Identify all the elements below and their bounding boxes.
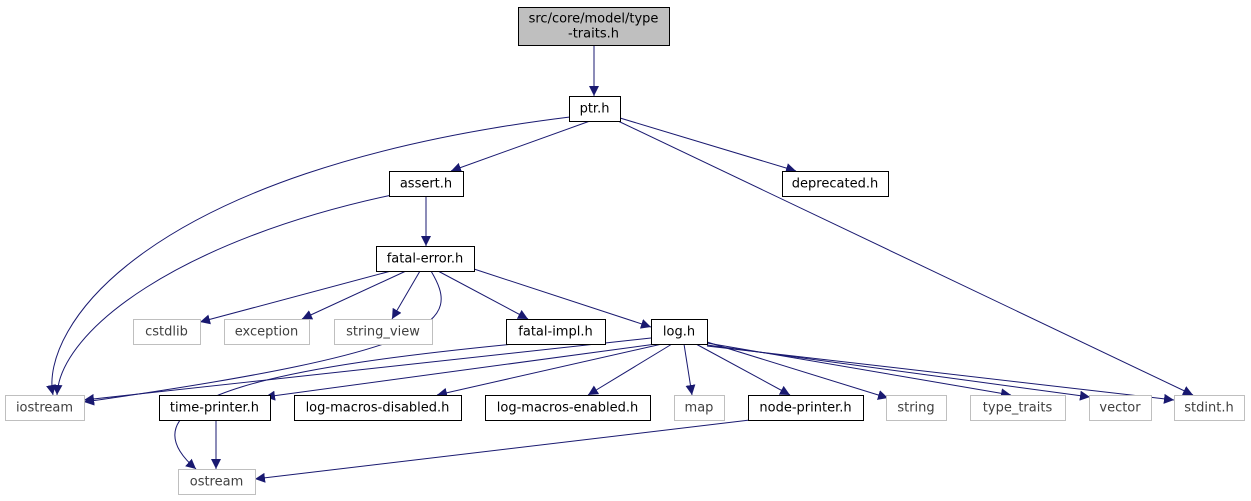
node-box-log-macros-disabled [294,395,462,421]
edge-log-to-log-macros-disabled [436,343,663,398]
edge-log-to-string [706,341,889,400]
node-box-assert [389,171,464,197]
edge-log-to-log-macros-enabled [587,343,673,396]
node-label-exception: exception [235,325,299,340]
node-label-log: log.h [663,325,695,340]
node-cstdlib: cstdlib [133,319,201,345]
node-box-log-macros-enabled [485,395,651,421]
node-box-string [886,395,947,421]
node-label-ptr: ptr.h [580,102,610,117]
node-string: string [886,395,947,421]
node-time-printer[interactable]: time-printer.h [159,395,271,421]
node-label-cstdlib: cstdlib [145,325,188,340]
edge-log-to-time-printer [264,343,657,401]
node-root: src/core/model/type-traits.h [518,7,670,46]
node-box-stdint [1174,395,1245,421]
edge-ptr-to-iostream [46,116,571,396]
node-label-fatal-impl: fatal-impl.h [518,325,592,340]
node-box-exception [224,319,310,345]
node-deprecated[interactable]: deprecated.h [782,171,889,197]
node-box-fatal-impl [506,319,606,345]
node-box-map [674,395,725,421]
node-box-vector [1089,395,1152,421]
node-box-root [518,7,670,46]
node-label-deprecated: deprecated.h [792,177,878,192]
edge-log-to-map [683,343,696,396]
node-label-node-printer: node-printer.h [759,401,851,416]
node-node-printer[interactable]: node-printer.h [748,395,864,421]
node-assert[interactable]: assert.h [389,171,464,197]
node-box-log [651,319,708,345]
edge-fatal-error-to-fatal-impl [437,270,529,320]
node-log-macros-enabled[interactable]: log-macros-enabled.h [485,395,651,421]
edge-node-printer-to-ostream [254,419,751,483]
edge-assert-to-iostream [52,194,393,396]
node-box-cstdlib [133,319,201,345]
node-box-deprecated [782,171,889,197]
node-label-vector: vector [1099,401,1141,416]
node-box-fatal-error [376,246,475,272]
node-iostream: iostream [5,395,85,421]
node-label-map: map [685,401,714,416]
node-stdint: stdint.h [1174,395,1245,421]
node-vector: vector [1089,395,1152,421]
node-label-string_view: string_view [346,325,420,340]
node-label-fatal-error: fatal-error.h [387,252,464,267]
node-label-ostream: ostream [190,475,244,490]
node-box-time-printer [159,395,271,421]
edge-log-to-iostream [83,337,652,404]
edge-fatal-error-to-string_view [391,270,421,320]
node-fatal-impl[interactable]: fatal-impl.h [506,319,606,345]
node-label-log-macros-enabled: log-macros-enabled.h [497,401,638,416]
node-label-assert: assert.h [400,177,452,192]
edge-ptr-to-deprecated [619,117,797,173]
node-label-root: -traits.h [568,27,619,42]
node-box-ptr [569,96,621,122]
node-string_view: string_view [334,319,433,345]
node-label-string: string [897,401,934,416]
node-ptr[interactable]: ptr.h [569,96,621,122]
node-exception: exception [224,319,310,345]
edge-log-to-stdint [706,345,1175,404]
node-label-iostream: iostream [16,401,73,416]
node-box-type_traits [970,395,1066,421]
node-log-macros-disabled[interactable]: log-macros-disabled.h [294,395,462,421]
node-type_traits: type_traits [970,395,1066,421]
node-box-ostream [178,469,256,495]
node-fatal-error[interactable]: fatal-error.h [376,246,475,272]
node-label-time-printer: time-printer.h [170,401,259,416]
node-label-type_traits: type_traits [983,401,1053,416]
edge-fatal-error-to-exception [301,270,407,320]
node-log[interactable]: log.h [651,319,708,345]
edge-ptr-to-stdint [617,120,1194,396]
node-label-stdint: stdint.h [1184,401,1233,416]
node-box-string_view [334,319,433,345]
nodes-layer: src/core/model/type-traits.h ptr.h assert.… [5,7,1245,495]
edge-fatal-error-to-log [473,268,652,329]
node-box-iostream [5,395,85,421]
node-ostream: ostream [178,469,256,495]
node-map: map [674,395,725,421]
edge-fatal-impl-to-ostream [174,343,515,470]
edge-log-to-node-printer [695,343,791,396]
node-box-node-printer [748,395,864,421]
edge-ptr-to-assert [450,120,591,173]
node-label-root: src/core/model/type [529,12,659,27]
edge-fatal-error-to-cstdlib [199,270,392,325]
node-label-log-macros-disabled: log-macros-disabled.h [306,401,450,416]
